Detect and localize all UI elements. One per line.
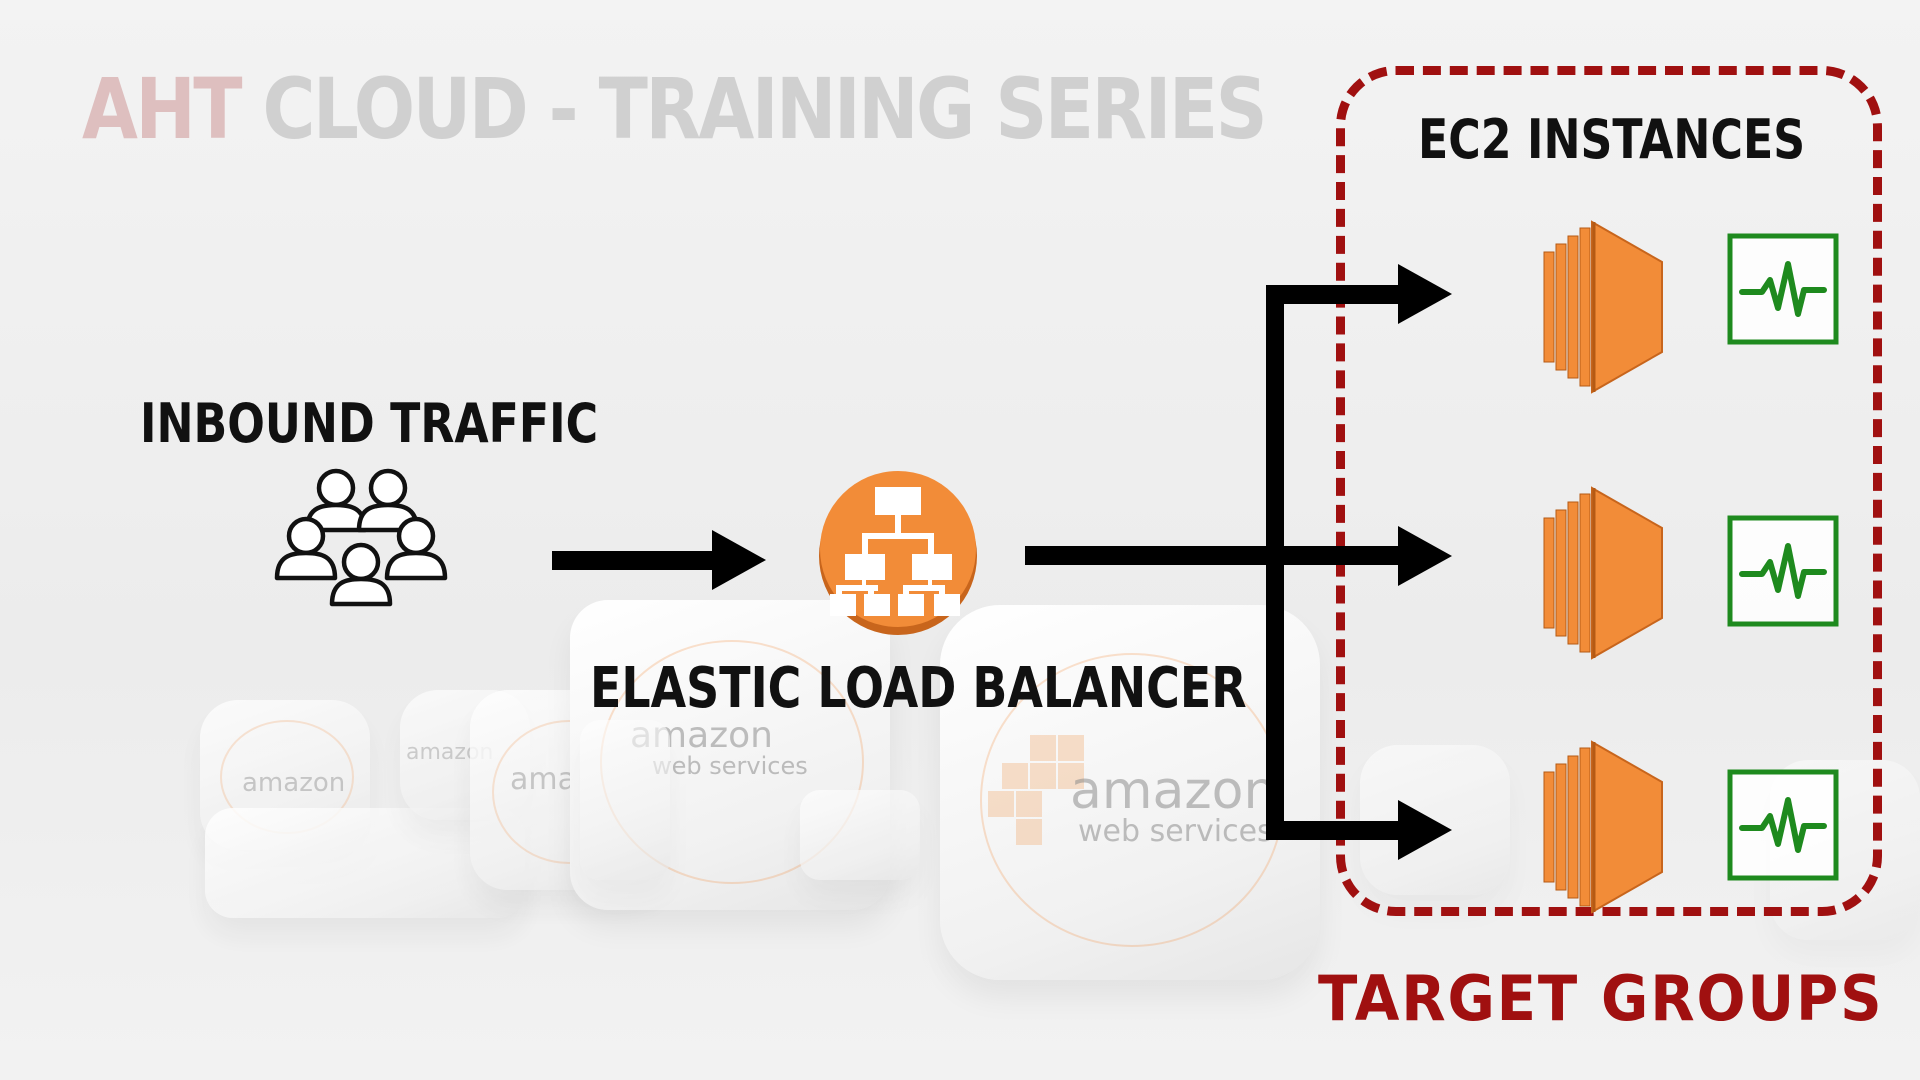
traffic-arrow <box>552 530 766 590</box>
inbound-traffic-label: INBOUND TRAFFIC <box>140 392 599 455</box>
ec2-instance-icon <box>1542 740 1664 914</box>
page-title: AHT CLOUD - TRAINING SERIES <box>82 60 1268 158</box>
health-check-icon <box>1730 518 1836 624</box>
ec2-instance-icon <box>1542 486 1664 660</box>
ec2-instances-label: EC2 INSTANCES <box>1418 108 1806 171</box>
health-check-icon <box>1730 236 1836 342</box>
elastic-load-balancer-icon <box>819 471 977 635</box>
target-groups-label: TARGET GROUPS <box>1318 962 1884 1035</box>
routing-arrows <box>1025 264 1452 860</box>
ec2-instance-icon <box>1542 220 1664 394</box>
users-group-icon <box>277 471 445 604</box>
health-check-icon <box>1730 772 1836 878</box>
target-group-boundary <box>1336 66 1882 916</box>
title-accent: AHT <box>82 60 242 158</box>
elastic-load-balancer-label: ELASTIC LOAD BALANCER <box>590 656 1247 721</box>
title-text: CLOUD - TRAINING SERIES <box>262 60 1267 158</box>
